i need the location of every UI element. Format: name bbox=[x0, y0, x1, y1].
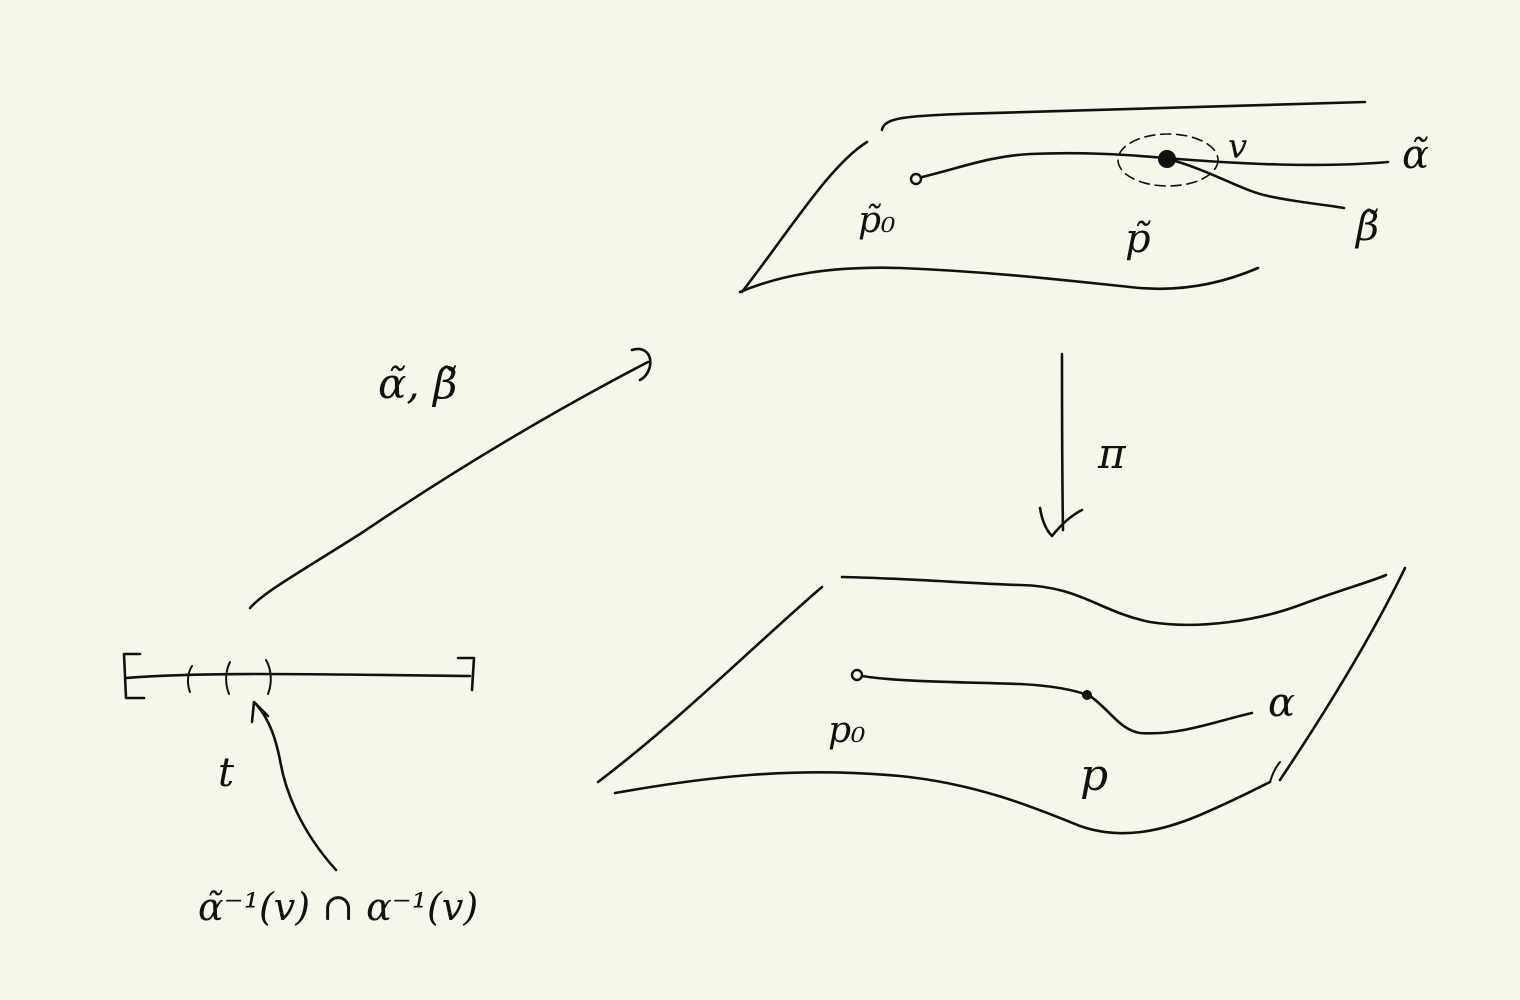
beta-tilde-label: β̃ bbox=[1354, 204, 1379, 250]
alpha-tilde-path bbox=[916, 151, 1390, 180]
preimage-pointer-arrow bbox=[254, 702, 338, 872]
lift-map-arrow bbox=[248, 360, 650, 610]
p-tilde-point bbox=[1158, 150, 1176, 168]
v-label: v bbox=[1228, 127, 1247, 167]
preimage-pointer-arrowhead bbox=[250, 700, 270, 724]
p0-label: p₀ bbox=[828, 710, 865, 751]
lift-map-label: α̃, β̃ bbox=[378, 359, 457, 408]
p0-tilde-label: p̃₀ bbox=[858, 200, 895, 241]
projection-arrow bbox=[1038, 352, 1084, 538]
covering-surface-bottom-edge bbox=[738, 266, 1260, 294]
beta-tilde-path bbox=[1163, 156, 1346, 210]
projection-arrow-head bbox=[1038, 506, 1084, 538]
base-surface-left-edge bbox=[596, 585, 824, 784]
projection-arrow-shaft bbox=[1060, 352, 1065, 532]
p-label: p bbox=[1080, 750, 1108, 801]
interval-tick-1 bbox=[186, 665, 193, 693]
p-point bbox=[1082, 690, 1092, 700]
covering-surface bbox=[738, 100, 1367, 294]
t-label: t bbox=[218, 750, 235, 796]
p-tilde-label: p̃ bbox=[1125, 216, 1151, 262]
alpha-label: α bbox=[1268, 680, 1295, 726]
neighborhood-v-tilde bbox=[1117, 133, 1219, 187]
base-surface bbox=[596, 566, 1407, 835]
covering-surface-top-edge bbox=[880, 100, 1367, 132]
lift-map-arrowhead bbox=[630, 347, 652, 382]
pi-label: π bbox=[1097, 429, 1127, 478]
p0-point bbox=[850, 668, 864, 682]
interval-right-bracket bbox=[456, 656, 476, 692]
p0-tilde-point bbox=[909, 172, 923, 186]
interval-tick-3 bbox=[265, 659, 272, 695]
base-surface-right-edge bbox=[1278, 566, 1407, 782]
alpha-tilde-label: α̃ bbox=[1402, 132, 1429, 178]
interval-line bbox=[124, 672, 472, 680]
interval bbox=[122, 652, 476, 700]
interval-tick-2 bbox=[225, 661, 231, 695]
preimage-label: α̃⁻¹(v) ∩ α⁻¹(v) bbox=[198, 885, 478, 929]
base-surface-corner-mark bbox=[1269, 761, 1281, 783]
covering-surface-left-edge bbox=[740, 140, 869, 294]
alpha-path bbox=[860, 674, 1254, 735]
interval-left-bracket bbox=[122, 652, 146, 700]
base-surface-top-edge bbox=[840, 573, 1388, 627]
base-surface-bottom-edge bbox=[613, 771, 1272, 835]
